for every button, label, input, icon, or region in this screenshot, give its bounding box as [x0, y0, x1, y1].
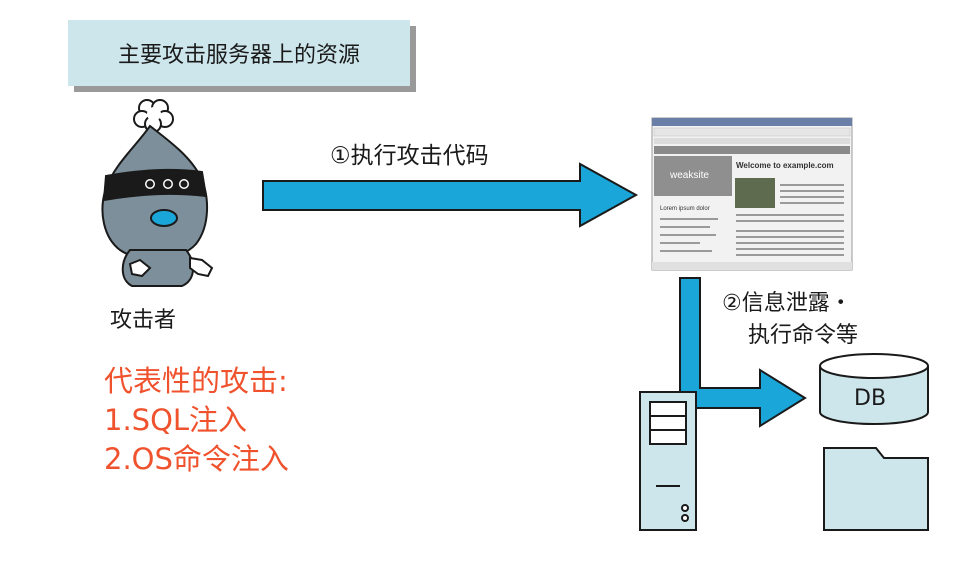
- title-box: 主要攻击服务器上的资源: [68, 20, 410, 86]
- browser-address-bar: [653, 127, 851, 137]
- database-icon: [819, 353, 929, 425]
- attack-item-os: 2.OS命令注入: [104, 442, 289, 476]
- attack-list: 代表性的攻击: 1.SQL注入 2.OS命令注入: [104, 362, 289, 479]
- title-text: 主要攻击服务器上的资源: [117, 43, 360, 68]
- site-side-heading: Lorem ipsum dolor: [660, 206, 710, 212]
- browser-toolbar: [654, 138, 850, 144]
- site-text-lines: [660, 184, 844, 256]
- browser-window: weaksite Welcome to example.com Lorem ip…: [651, 117, 853, 271]
- site-nav-bar: [654, 146, 850, 154]
- attack-list-heading: 代表性的攻击:: [104, 364, 288, 398]
- server-icon: [639, 391, 697, 531]
- browser-statusbar: [652, 262, 852, 270]
- hat-pompom: [133, 99, 174, 133]
- site-welcome: Welcome to example.com: [736, 161, 834, 170]
- site-name: weaksite: [669, 170, 709, 181]
- step1-label: ①执行攻击代码: [330, 143, 489, 169]
- leak-arrow: [679, 277, 807, 428]
- step2-line-1: ②信息泄露・: [722, 291, 852, 316]
- browser-titlebar: [652, 118, 852, 126]
- site-photo: [735, 178, 775, 208]
- attack-item-sql: 1.SQL注入: [104, 403, 248, 437]
- db-label: DB: [854, 386, 887, 411]
- step2-line-2: 执行命令等: [748, 323, 859, 348]
- attacker-icon: [101, 99, 214, 287]
- folder-icon: [823, 447, 929, 531]
- step2-label: ②信息泄露・ 执行命令等: [722, 288, 858, 352]
- site-logo-panel: [654, 156, 732, 196]
- attacker-label: 攻击者: [110, 308, 177, 333]
- attack-arrow: [262, 162, 639, 228]
